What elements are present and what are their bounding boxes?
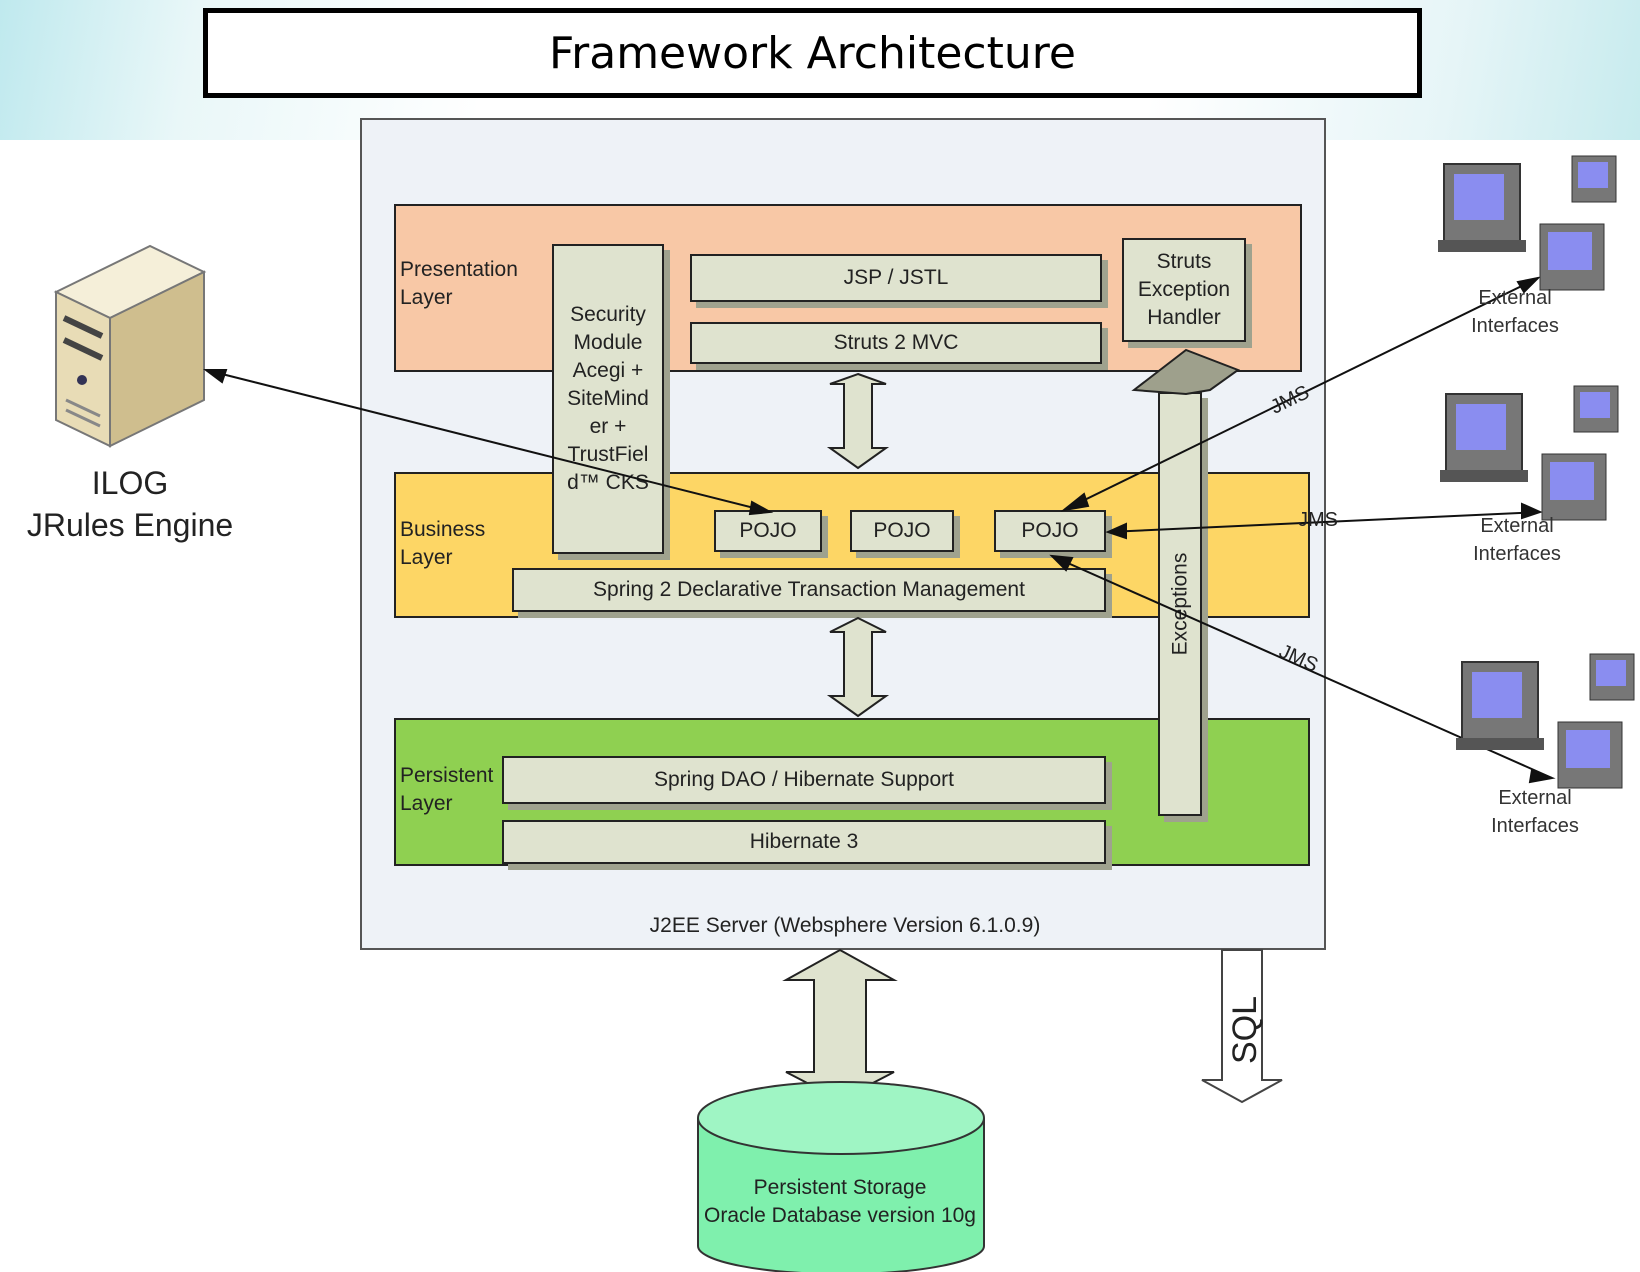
jms-label-2: JMS [1298,509,1338,531]
jsp-jstl-block: JSP / JSTL [690,254,1102,302]
ilog-label-line1: ILOG [91,465,169,501]
layer-arrows [782,372,898,1102]
page-title: Framework Architecture [203,8,1422,98]
external-interfaces-label-2: External Interfaces [1473,515,1561,565]
sql-arrow [1201,949,1283,1104]
ilog-label: ILOG JRules Engine [0,462,260,546]
j2ee-server-container: Presentation Layer Business Layer Persis… [360,118,1326,950]
hibernate-label: Hibernate 3 [749,830,859,853]
pojo-label-1: POJO [739,519,797,542]
pojo-label-3: POJO [1021,519,1079,542]
hibernate-block: Hibernate 3 [502,820,1106,864]
pojo-block-2: POJO [850,510,954,552]
external-interfaces-label-1: External Interfaces [1471,287,1559,337]
database-label-line1: Persistent Storage [753,1176,927,1199]
persistent-layer-label: Persistent Layer [400,764,494,815]
sql-label: SQL [1226,996,1264,1064]
struts-mvc-block: Struts 2 MVC [690,322,1102,364]
j2ee-server-label: J2EE Server (Websphere Version 6.1.0.9) [649,914,1041,937]
struts-mvc-label: Struts 2 MVC [833,331,959,354]
spring-transaction-block: Spring 2 Declarative Transaction Managem… [512,568,1106,612]
ilog-label-line2: JRules Engine [26,507,234,543]
struts-exception-handler-block: Struts Exception Handler [1122,238,1246,342]
spring-transaction-label: Spring 2 Declarative Transaction Managem… [593,578,1025,601]
spring-dao-label: Spring DAO / Hibernate Support [654,768,954,791]
presentation-layer-label: Presentation Layer [400,258,518,309]
jsp-jstl-label: JSP / JSTL [843,266,949,289]
jms-label-3: JMS [1276,640,1321,676]
pojo-block-1: POJO [714,510,822,552]
exceptions-arrowhead [1131,348,1241,396]
database-label-line2: Oracle Database version 10g [704,1204,976,1227]
database-label: Persistent Storage Oracle Database versi… [690,1174,990,1230]
pojo-label-2: POJO [873,519,931,542]
spring-dao-block: Spring DAO / Hibernate Support [502,756,1106,804]
computer-icons [1438,155,1635,789]
external-interfaces-label-3: External Interfaces [1491,787,1579,837]
security-module-block: Security Module Acegi + SiteMind er + Tr… [552,244,664,554]
pojo-block-3: POJO [994,510,1106,552]
jms-label-1: JMS [1267,381,1313,418]
server-icon [53,244,207,448]
business-layer-label: Business Layer [400,518,486,569]
struts-exception-handler-label: Struts Exception Handler [1137,250,1231,329]
security-module-label: Security Module Acegi + SiteMind er + Tr… [567,303,649,494]
connector-lines [203,276,1556,784]
database-cylinder [697,1081,985,1272]
